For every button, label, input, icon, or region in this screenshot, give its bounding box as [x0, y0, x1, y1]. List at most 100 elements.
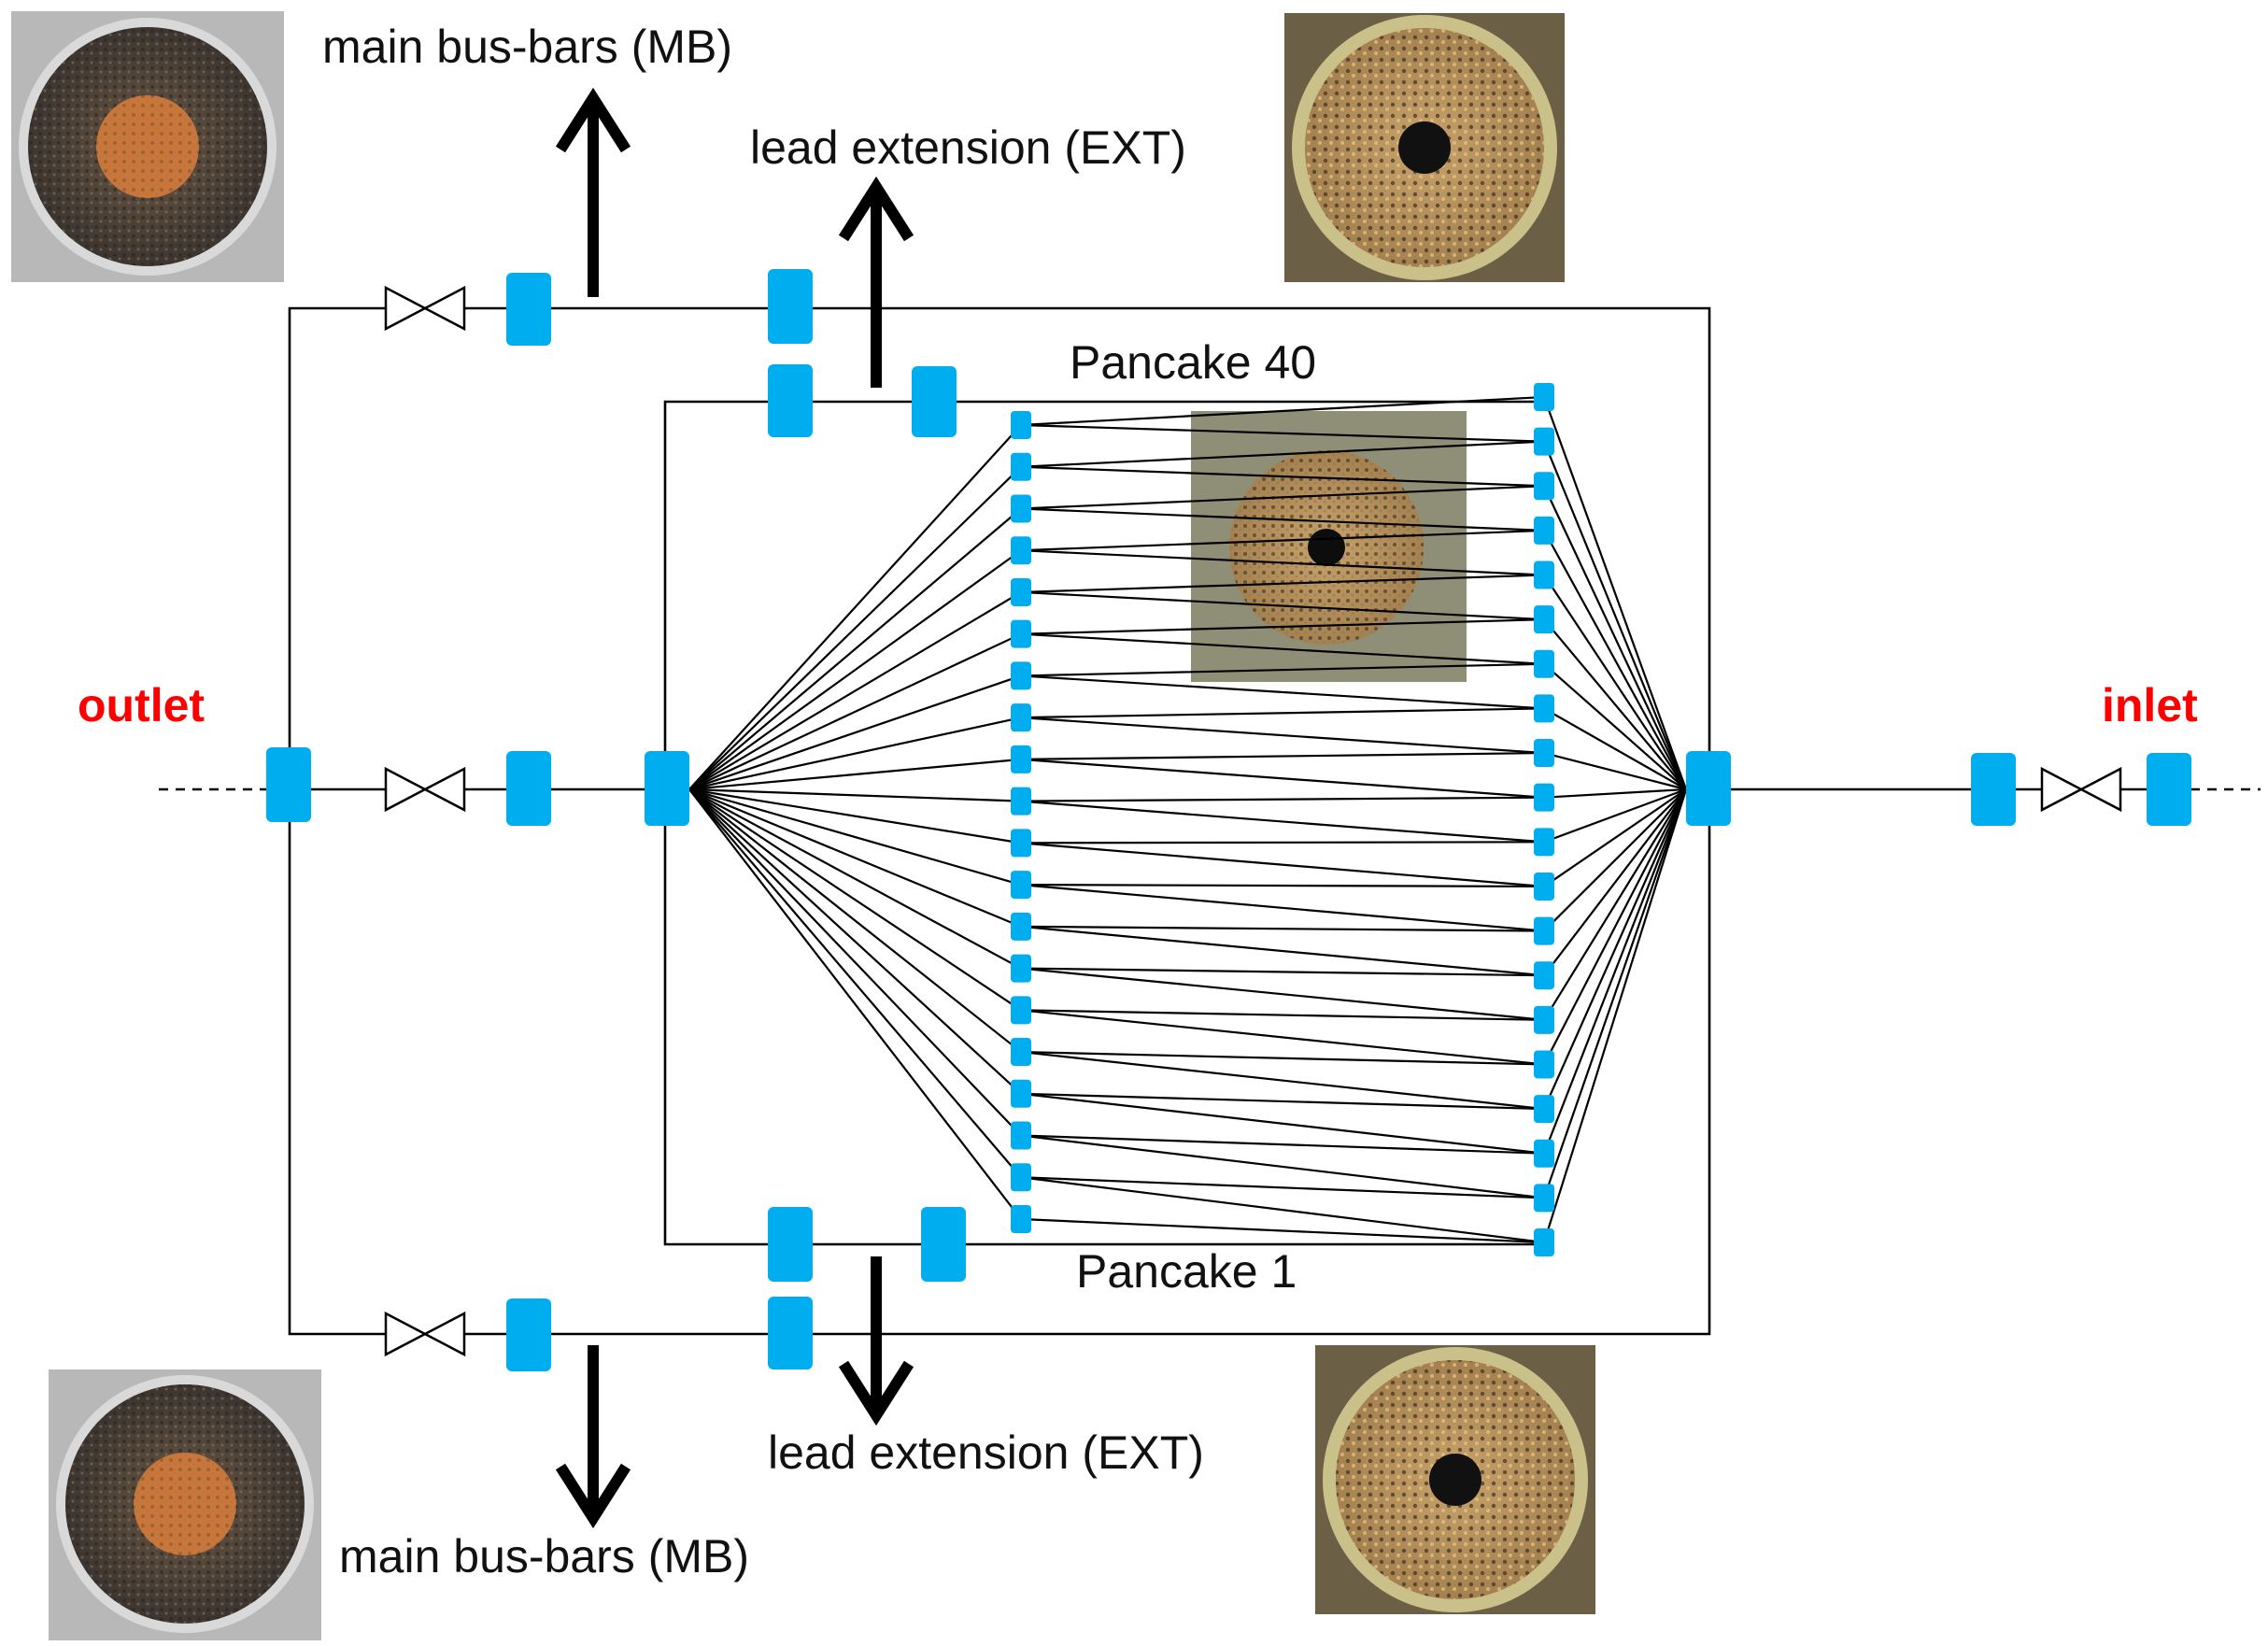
pancake-wire [1020, 423, 1545, 443]
pancake-joint-right [1534, 694, 1554, 723]
pancake-wire [1020, 707, 1545, 719]
pancake-joint-left [1011, 619, 1031, 648]
pancake-joint-left [1011, 871, 1031, 900]
pancake-wire [1020, 465, 1545, 488]
pancake-wire [1543, 530, 1687, 790]
label-inlet: inlet [2102, 679, 2198, 731]
pancake-joint-left [1011, 494, 1031, 523]
pancake-joints [1011, 383, 1554, 1256]
label-ext-top: lead extension (EXT) [750, 121, 1186, 174]
pancake-wire [1543, 788, 1687, 932]
pancake-wire [688, 632, 1022, 790]
pancake-wire [688, 788, 1022, 928]
valve-middle [384, 766, 466, 813]
pancake-joint-left [1011, 1121, 1031, 1150]
pancake-joint-right [1534, 828, 1554, 857]
arrow-up-ext [838, 176, 914, 388]
joint-manifold-right [1686, 751, 1731, 826]
pancake-joint-left [1011, 1038, 1031, 1067]
joint-ext-top-inner [768, 364, 813, 437]
pancake-wire [1020, 485, 1545, 510]
pancake-wire [688, 591, 1022, 790]
pancake-wire [688, 788, 1022, 844]
pancake-joint-left [1011, 745, 1031, 773]
pancake-wire [688, 788, 1022, 887]
pancake-joint-left [1011, 829, 1031, 858]
pancake-wire [1543, 788, 1687, 1065]
joint-manifold-left [645, 751, 689, 826]
pancake-wire [688, 788, 1022, 970]
pancake-joint-right [1534, 649, 1554, 678]
pancake-wire [1543, 788, 1687, 844]
pancake-joint-left [1011, 1079, 1031, 1108]
label-outlet: outlet [78, 679, 205, 731]
pancake-wire [1020, 574, 1545, 594]
pancake-wire [1020, 590, 1545, 621]
pancake-wire [1543, 751, 1687, 791]
pancake-joint-left [1011, 1163, 1031, 1192]
pancake-wire [1020, 549, 1545, 576]
mb-cross-section-photo-top [11, 11, 284, 282]
pancake-wire [1020, 717, 1545, 755]
joint-ext-bottom-outer [768, 1297, 813, 1369]
pancake-wire [1020, 395, 1545, 427]
arrow-down-mb [555, 1345, 631, 1529]
joint-pancake1 [921, 1207, 966, 1282]
ext-cross-section-photo-bottom [1315, 1345, 1595, 1614]
pancake-wire [1543, 788, 1687, 1021]
pancake-joint-right [1534, 1095, 1554, 1124]
pancake-wire [1020, 1092, 1545, 1111]
pancake-wire [1020, 1176, 1545, 1244]
pancake-joint-right [1534, 427, 1554, 456]
ext-cross-section-photo-top [1284, 13, 1565, 282]
joint-inlet-b [2147, 753, 2191, 826]
valve-top [384, 285, 466, 332]
pancake-joint-right [1534, 1184, 1554, 1213]
pancake-joint-left [1011, 954, 1031, 983]
pancake-wire [1020, 751, 1545, 760]
pancake-wire [1020, 1176, 1545, 1199]
pancake-wire [1543, 707, 1687, 790]
pancake-wire [688, 549, 1022, 790]
pancake-wire [1020, 884, 1545, 932]
valve-bottom [384, 1311, 466, 1357]
pancake-wire [1020, 662, 1545, 677]
pancake-wire [1542, 788, 1688, 1110]
pancake-wire [1543, 788, 1687, 976]
pancake-wire [1543, 618, 1687, 790]
pancake-wire [688, 788, 1022, 1053]
joint-inlet-a [1971, 753, 2016, 826]
pancake-wire [1542, 788, 1688, 1243]
pancake-joint-right [1534, 1050, 1554, 1079]
pancake-joint-right [1534, 1005, 1554, 1034]
pancake-wire [1020, 967, 1545, 977]
pancake-wire [688, 788, 1022, 1012]
label-ext-bottom: lead extension (EXT) [768, 1426, 1204, 1479]
label-pancake-1: Pancake 1 [1076, 1245, 1297, 1298]
pancake-wire [1020, 529, 1545, 552]
pancake-wire [1020, 841, 1545, 844]
pancake-joint-right [1534, 783, 1554, 812]
pancake-cross-section-photo [1191, 411, 1467, 682]
pancake-wire [1542, 788, 1688, 1155]
pancake-wire [688, 674, 1022, 791]
pancake-wire [1020, 1134, 1545, 1155]
pancake-wire [1020, 1134, 1545, 1199]
pancake-joint-left [1011, 787, 1031, 816]
pancake-wire [1543, 788, 1687, 799]
pancake-joint-right [1534, 472, 1554, 501]
pancake-wire [688, 507, 1022, 790]
pancake-wire [1020, 1009, 1545, 1066]
pancake-joint-left [1011, 411, 1031, 439]
mb-cross-section-photo-bottom [49, 1369, 321, 1640]
pancake-wire [1020, 618, 1545, 635]
joint-outlet [266, 747, 311, 822]
pancake-wire [1543, 788, 1687, 887]
pancake-wire [1542, 396, 1688, 790]
pancake-joint-right [1534, 560, 1554, 589]
pancake-wire [1542, 788, 1688, 1199]
pancake-wire-network [688, 395, 1688, 1244]
pancake-wire [688, 788, 1022, 1178]
pancake-wire [1020, 440, 1545, 468]
pancake-wire [1020, 674, 1545, 710]
